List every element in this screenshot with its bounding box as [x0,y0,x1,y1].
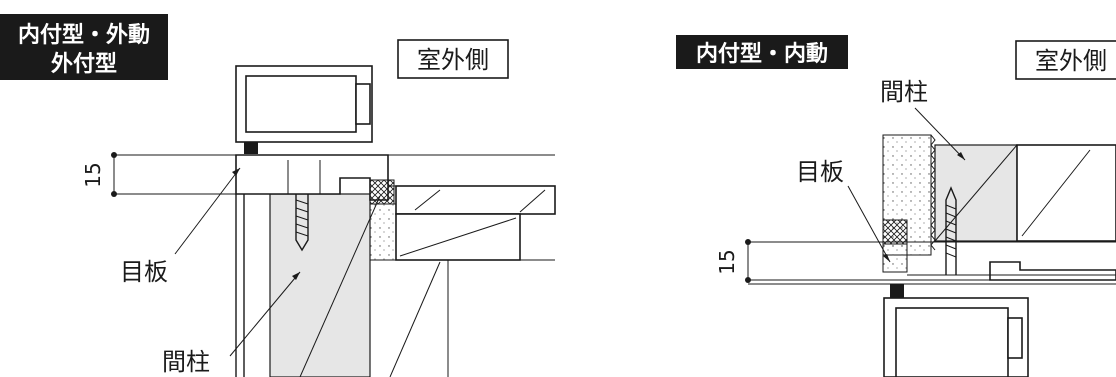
right-siding [1016,144,1116,242]
left-side-label-box [397,39,509,79]
right-tag-text: 内付型・内動 [696,42,828,67]
right-meita-leader [847,185,891,263]
left-meita-leader [174,167,241,255]
left-label-mabashira: 間柱 [162,348,210,376]
right-side-label-box [1015,40,1116,80]
left-side-label: 室外側 [417,46,489,74]
left-board [369,203,397,261]
left-screw [295,194,309,252]
right-tag-background [676,35,848,69]
left-seal [369,179,395,205]
left-dimension-value: 15 [81,162,105,187]
left-tag-line1: 内付型・外動 [18,22,150,48]
right-label-mabashira: 間柱 [880,78,928,106]
right-label-meita: 目板 [796,158,844,186]
right-upper-frame [989,261,1116,281]
left-stud [269,193,371,377]
left-label-meita: 目板 [120,258,168,286]
left-tag-background [0,14,168,80]
left-mabashira-leader [229,271,301,357]
right-seal [882,219,908,245]
left-siding [395,185,556,215]
right-dimension-value: 15 [715,249,739,274]
right-mabashira-leader [914,107,966,161]
left-detail: 内付型・外動 外付型 室外側 15 [0,14,556,377]
left-lower-frame [235,154,389,201]
left-tag-line2: 外付型 [51,51,117,77]
right-detail: 内付型・内動 室外側 15 [676,35,1116,377]
right-side-label: 室外側 [1035,47,1107,75]
